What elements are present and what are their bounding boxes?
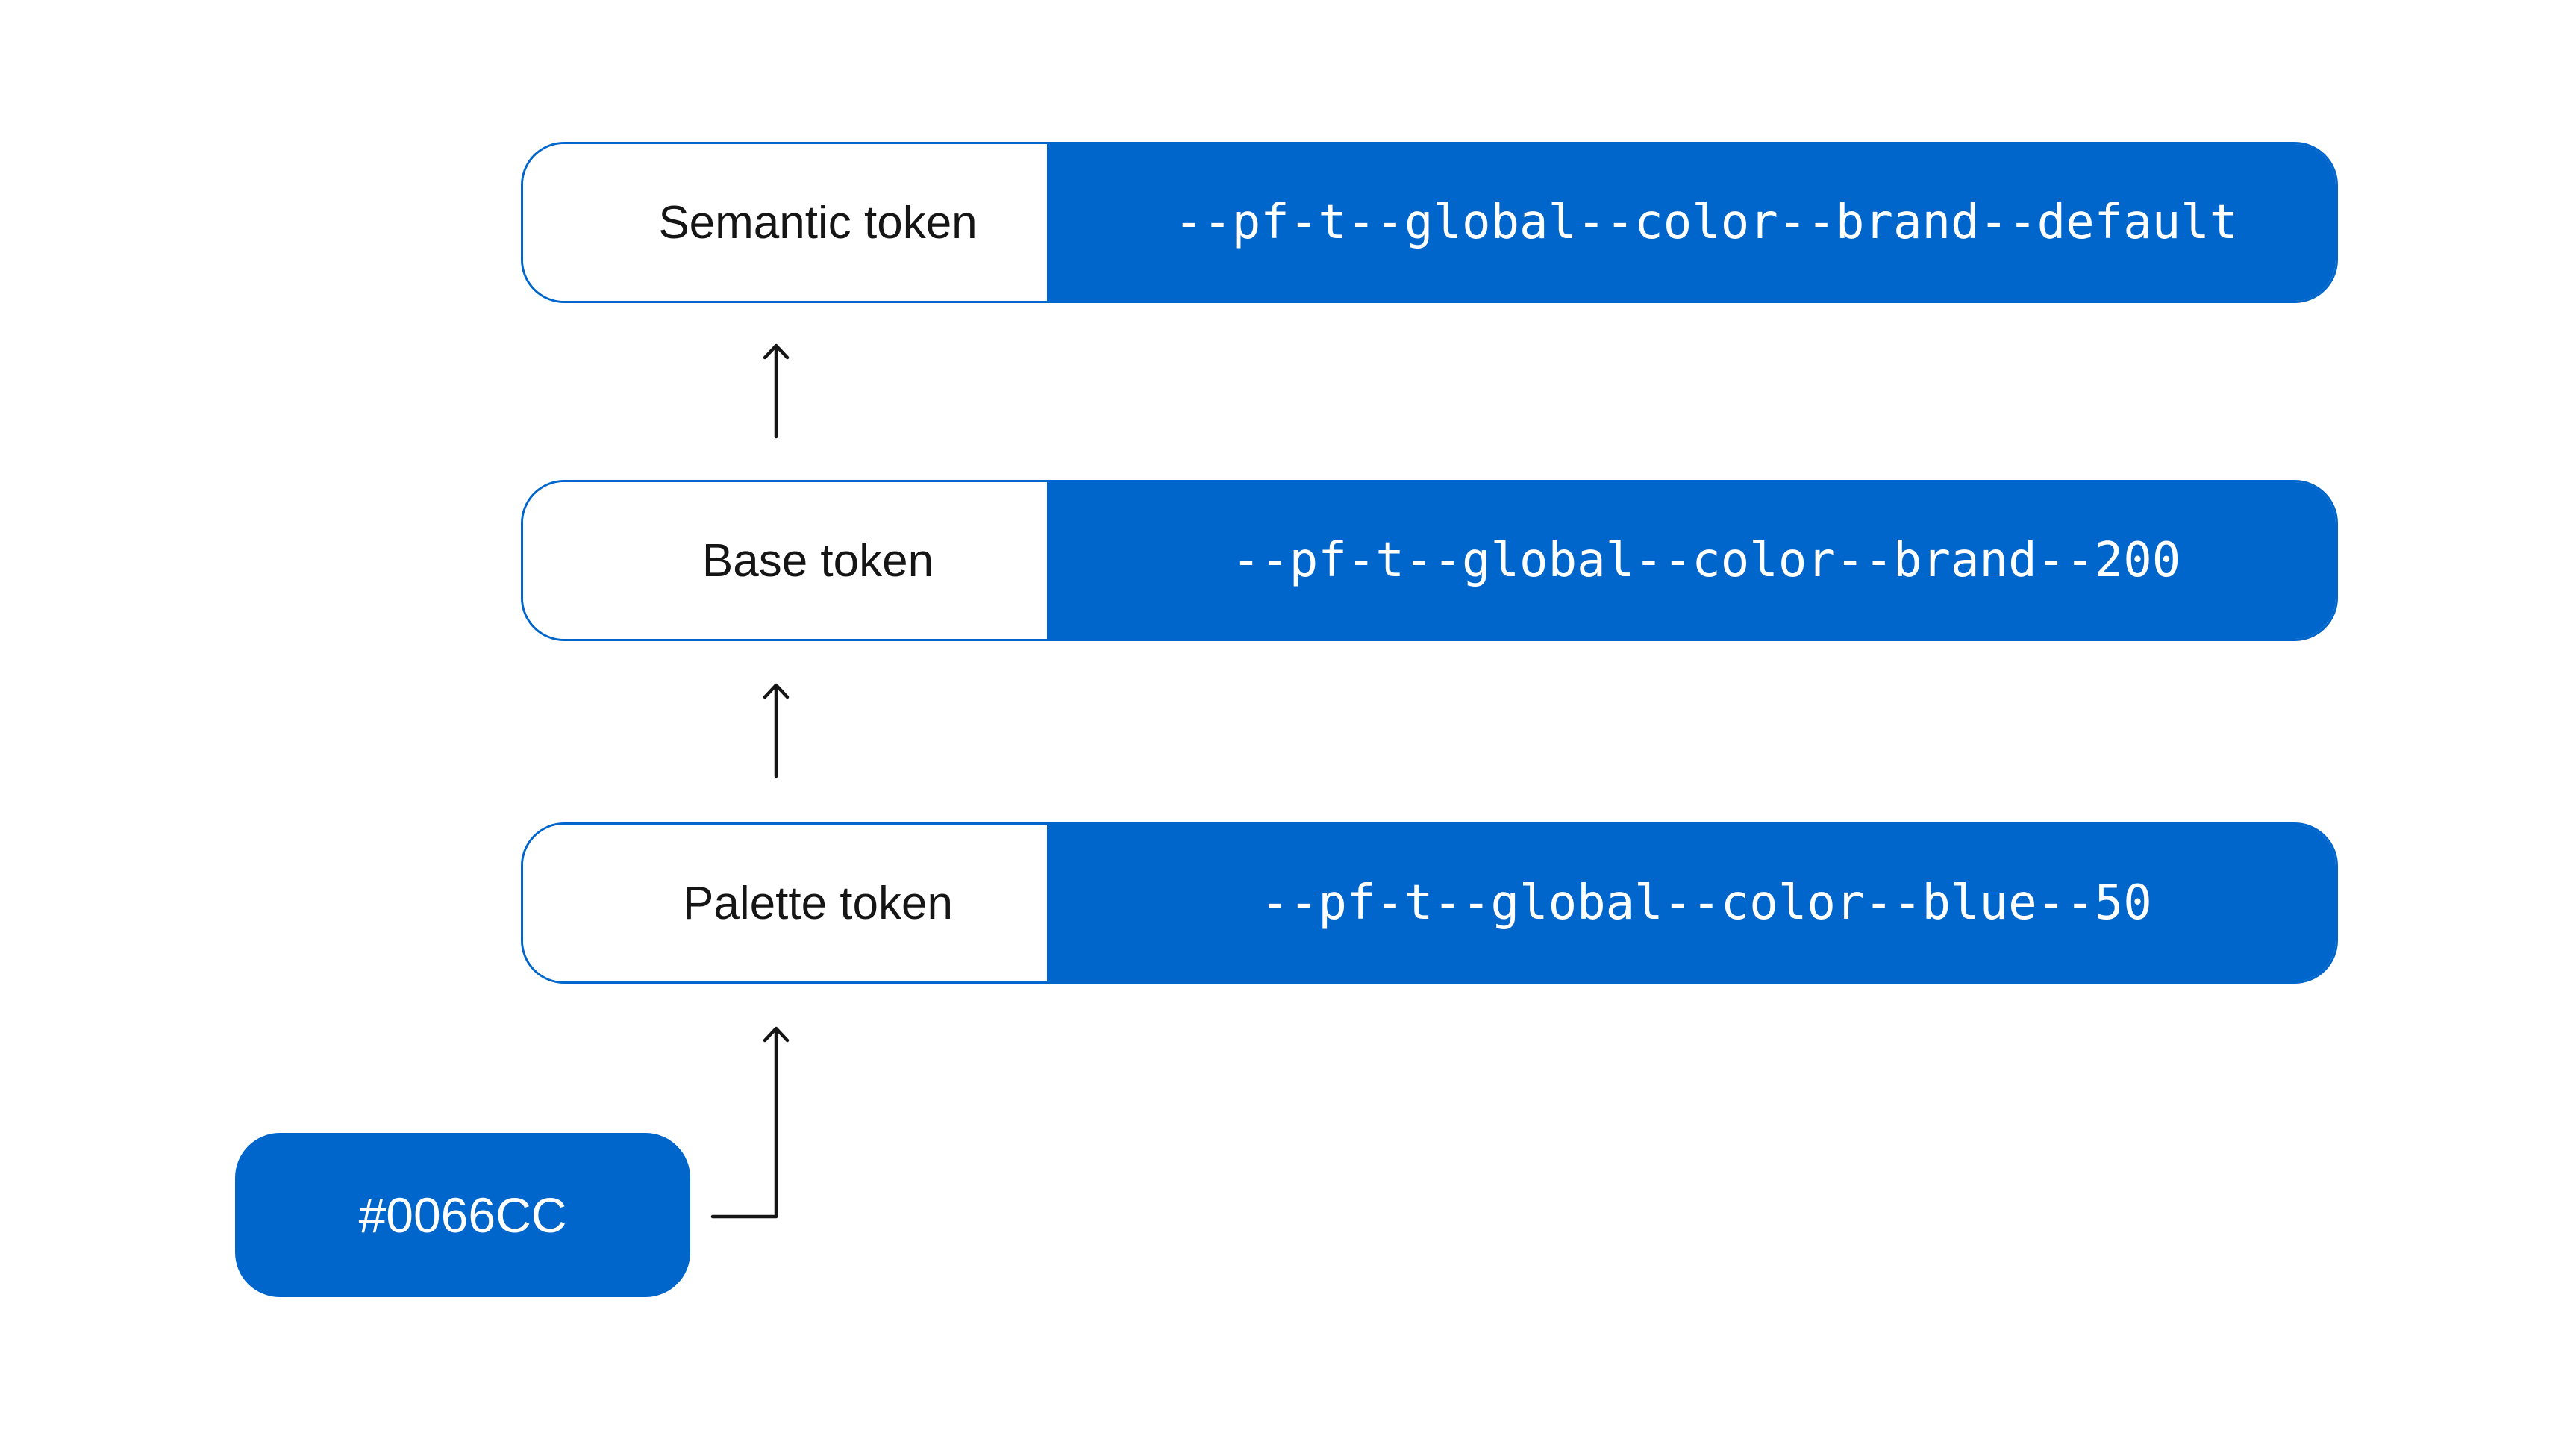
- hex-color-value: #0066CC: [358, 1187, 567, 1243]
- base-token-row: Base token --pf-t--global--color--brand-…: [521, 480, 2338, 641]
- arrow-group: [710, 343, 790, 1219]
- palette-token-row: Palette token --pf-t--global--color--blu…: [521, 822, 2338, 984]
- semantic-token-label: Semantic token: [658, 196, 978, 249]
- up-arrow-palette-to-base: [763, 683, 790, 778]
- semantic-token-row: Semantic token --pf-t--global--color--br…: [521, 142, 2338, 303]
- base-token-label-cell: Base token: [523, 482, 1047, 639]
- palette-token-label: Palette token: [683, 877, 953, 929]
- palette-token-label-cell: Palette token: [523, 825, 1047, 981]
- base-token-name: --pf-t--global--color--brand--200: [1231, 533, 2181, 588]
- semantic-token-name: --pf-t--global--color--brand--default: [1174, 195, 2239, 250]
- base-token-value-cell: --pf-t--global--color--brand--200: [1047, 482, 2336, 639]
- semantic-token-label-cell: Semantic token: [523, 144, 1047, 301]
- palette-token-name: --pf-t--global--color--blue--50: [1260, 875, 2152, 931]
- hex-color-chip: #0066CC: [235, 1133, 690, 1297]
- up-arrow-base-to-semantic: [763, 343, 790, 439]
- base-token-label: Base token: [701, 534, 934, 587]
- elbow-connector-hex-to-palette: [710, 1026, 790, 1219]
- palette-token-value-cell: --pf-t--global--color--blue--50: [1047, 825, 2336, 981]
- semantic-token-value-cell: --pf-t--global--color--brand--default: [1047, 144, 2336, 301]
